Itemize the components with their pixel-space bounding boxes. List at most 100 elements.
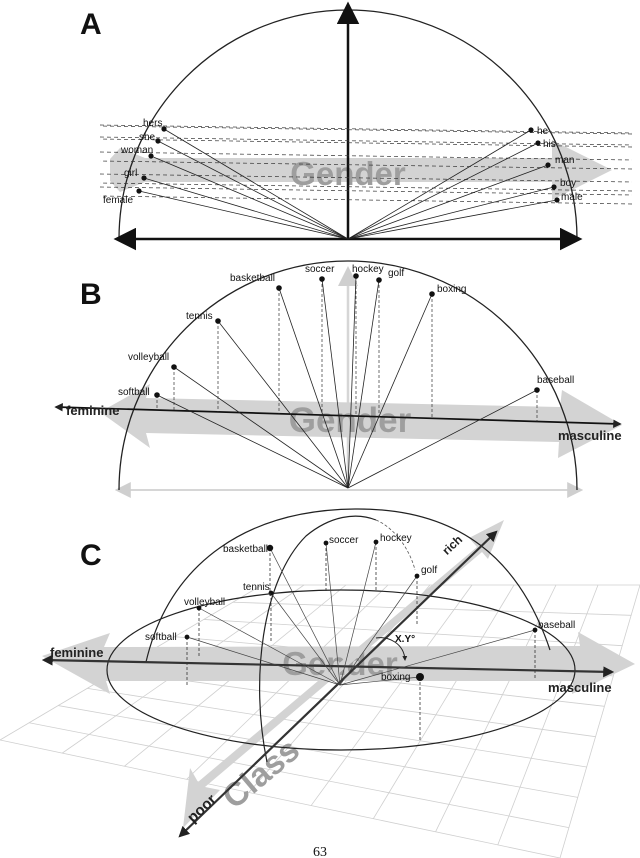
word-label: he <box>537 126 549 137</box>
sport-label: soccer <box>305 264 335 275</box>
grid-line <box>29 722 569 829</box>
grid-line <box>559 584 640 858</box>
projection-dashed <box>99 186 633 196</box>
word-point <box>148 153 154 159</box>
sport-vector <box>347 275 357 489</box>
sport-point <box>414 573 420 579</box>
word-vector <box>347 199 558 240</box>
word-point <box>551 184 557 190</box>
masculine-label: masculine <box>548 680 612 695</box>
sport-vector <box>269 547 341 686</box>
word-point <box>554 197 560 203</box>
panel-b: B Gender feminine masculine softball vol… <box>54 260 622 498</box>
feminine-label: feminine <box>66 403 119 418</box>
sport-vectors <box>154 273 540 489</box>
sport-point <box>323 540 329 546</box>
word-label: she <box>139 132 156 143</box>
sport-point <box>171 364 177 370</box>
sport-point <box>215 318 221 324</box>
sport-vector <box>321 278 349 489</box>
projection-dashed <box>99 182 633 192</box>
word-vector <box>138 190 349 240</box>
sport-label: softball <box>145 632 177 643</box>
page-number: 63 <box>313 845 327 858</box>
panel-c-letter: C <box>80 539 102 572</box>
projection-dashed <box>99 138 633 148</box>
class-label: Class <box>215 731 306 816</box>
sport-label: hockey <box>380 533 412 544</box>
word-vector <box>157 140 349 240</box>
panel-a: A Gender hers she woman girl female he h… <box>80 1 633 251</box>
projection-dashed <box>99 173 633 183</box>
word-vector <box>347 186 555 240</box>
feminine-label: feminine <box>50 645 103 660</box>
projection-dashed <box>99 124 633 134</box>
sport-vector <box>347 389 538 489</box>
sport-vector <box>347 293 433 489</box>
sport-vectors <box>184 539 538 740</box>
word-label: female <box>103 195 133 206</box>
sport-vector <box>186 636 341 686</box>
sport-label: golf <box>421 565 437 576</box>
word-point <box>545 162 551 168</box>
word-label: man <box>555 155 574 166</box>
word-label: hers <box>143 118 162 129</box>
word-point <box>141 175 147 181</box>
panel-a-letter: A <box>80 8 102 41</box>
word-vector <box>150 155 349 240</box>
sport-vector <box>270 592 341 686</box>
sport-vector <box>347 279 380 489</box>
word-vector <box>347 164 549 240</box>
projection-dashed <box>99 195 633 205</box>
rich-label: rich <box>439 532 465 557</box>
sport-vector <box>278 287 349 489</box>
panel-c: C Gender Class feminine masculine poor r… <box>0 508 640 858</box>
sport-label: hockey <box>352 264 384 275</box>
word-vector <box>163 128 349 240</box>
sport-label: softball <box>118 387 150 398</box>
panel-b-letter: B <box>80 278 102 311</box>
sport-vector <box>339 575 418 686</box>
grid-line <box>58 705 578 798</box>
sport-point <box>276 285 282 291</box>
sport-label: volleyball <box>128 352 169 363</box>
sport-label: golf <box>388 268 404 279</box>
sport-label: basketball <box>230 273 275 284</box>
word-label: his <box>543 139 556 150</box>
projection-dashed <box>99 160 633 170</box>
sport-point <box>416 673 424 681</box>
sport-vector <box>339 629 536 686</box>
sport-vector <box>339 541 377 686</box>
sport-point <box>196 605 202 611</box>
word-label: girl <box>124 168 137 179</box>
gender-axis <box>54 402 622 429</box>
sport-point <box>266 544 274 552</box>
sport-label: soccer <box>329 535 359 546</box>
word-vector <box>347 142 539 240</box>
sport-vector <box>156 394 349 489</box>
sport-vector <box>198 607 341 686</box>
projection-dashed <box>99 151 633 161</box>
word-label: male <box>561 192 583 203</box>
projection-dashed <box>99 136 633 146</box>
sport-vector <box>325 542 341 686</box>
sport-label: basketball <box>223 544 268 555</box>
semicircle <box>118 260 578 491</box>
word-point <box>528 127 534 133</box>
gender-band-arrow <box>110 140 612 200</box>
angle-label: X.Y° <box>395 634 415 645</box>
sport-label: boxing <box>437 284 466 295</box>
projection-dashed <box>99 125 633 135</box>
sport-point <box>429 291 435 297</box>
sport-label: baseball <box>537 375 574 386</box>
sport-label: tennis <box>186 311 213 322</box>
sport-vector <box>339 676 421 686</box>
word-point <box>535 140 541 146</box>
word-point <box>136 188 142 194</box>
word-label: boy <box>560 178 576 189</box>
word-vector <box>347 129 532 240</box>
sport-label: baseball <box>538 620 575 631</box>
sport-point <box>319 276 325 282</box>
meridian-arc-dashed <box>375 519 416 571</box>
